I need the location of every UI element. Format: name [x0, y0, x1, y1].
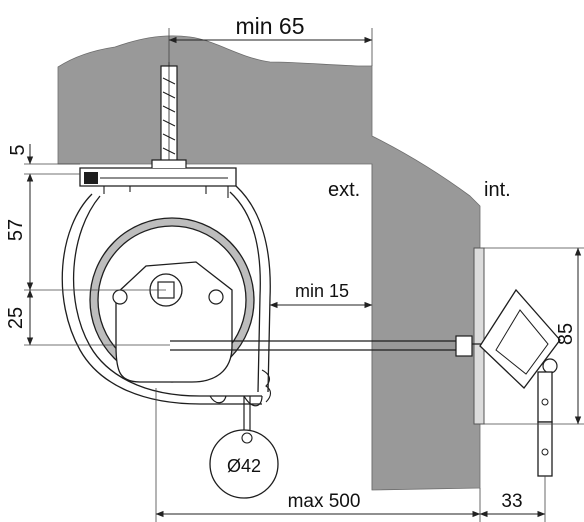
- dim-crank-height-label: 85: [555, 323, 577, 345]
- dim-clearance-label: min 15: [295, 281, 349, 301]
- wall-plate: [473, 247, 485, 425]
- dim-crank-offset-label: 33: [501, 491, 522, 512]
- crank-rod: [170, 335, 498, 357]
- top-rail: [79, 159, 237, 198]
- interior-label: int.: [484, 179, 511, 201]
- left-screw: [112, 289, 128, 305]
- crank-handle: [537, 371, 553, 477]
- right-screw: [208, 289, 224, 305]
- exterior-label: ext.: [328, 179, 360, 201]
- pulley-diameter-label: Ø42: [227, 456, 261, 476]
- pulley: [209, 396, 279, 499]
- shutter-box: [61, 185, 271, 407]
- wall-anchor: [160, 62, 178, 171]
- dim-box-height-label: 57: [5, 219, 27, 241]
- dim-mount-height-label: 5: [7, 144, 29, 155]
- crank-gearbox: [479, 288, 561, 389]
- gear-bracket: [115, 261, 233, 383]
- dim-top-width-label: min 65: [235, 13, 304, 39]
- dim-rod-length-label: max 500: [288, 491, 361, 512]
- guide-hook: [261, 369, 272, 403]
- dim-axis-height-label: 25: [5, 307, 27, 329]
